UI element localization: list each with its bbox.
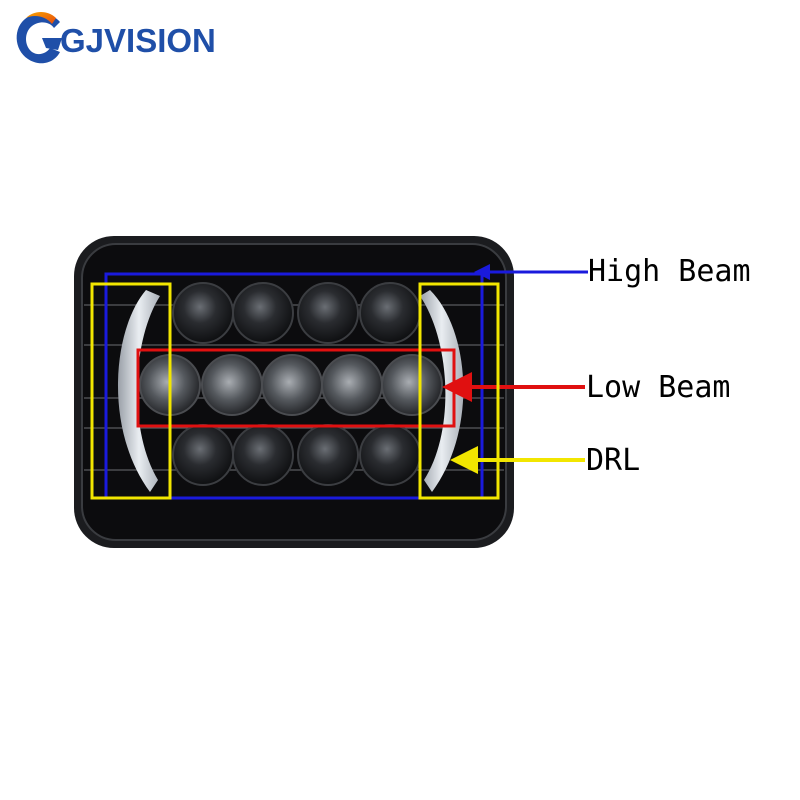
logo-swirl-icon — [16, 12, 62, 64]
drl-strip-left — [117, 290, 160, 492]
gjvision-logo: GJVISION — [12, 8, 216, 70]
low-beam-label: Low Beam — [586, 370, 731, 405]
drl-strip-right — [420, 290, 464, 492]
drl-marker-box-right — [418, 282, 500, 500]
low-beam-lenses — [139, 354, 443, 416]
high-beam-label: High Beam — [588, 254, 751, 289]
brand-name: GJVISION — [60, 22, 216, 59]
high-beam-lenses-top — [172, 282, 421, 344]
drl-label: DRL — [586, 443, 641, 478]
drl-arrow-icon — [450, 446, 478, 474]
high-beam-arrow-icon — [474, 264, 490, 280]
drl-marker-box-left — [90, 282, 172, 500]
low-beam-arrow-icon — [442, 372, 472, 402]
